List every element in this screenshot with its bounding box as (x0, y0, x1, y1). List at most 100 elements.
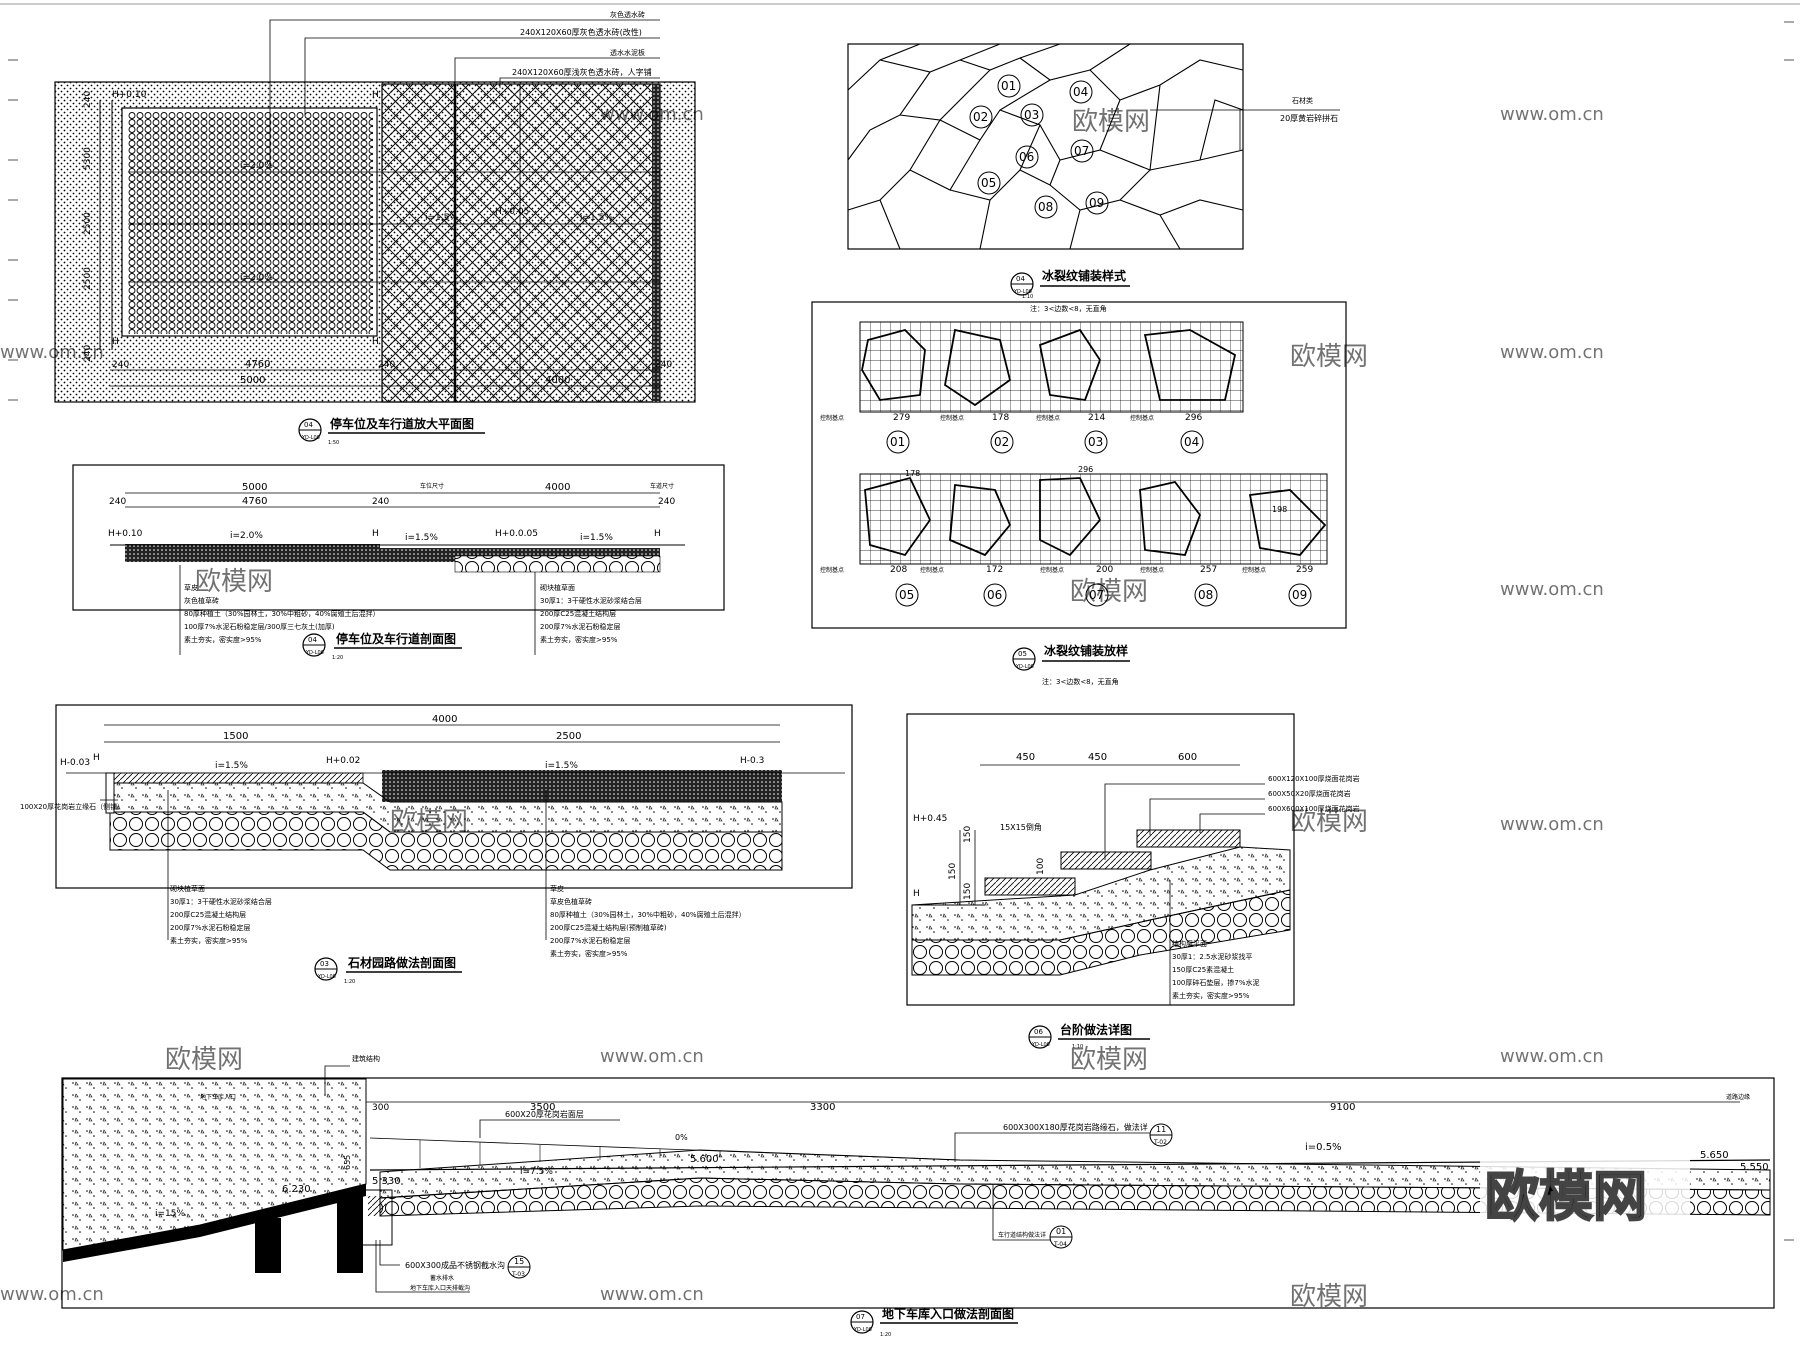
p3-ln-1: 草皮 (184, 583, 198, 592)
layout-polygons (861, 328, 1327, 557)
p3-scale: 1:20 (332, 655, 343, 661)
p4-ctrl-6: 控制基点 (920, 566, 944, 574)
p4-num-02: 02 (994, 435, 1009, 449)
p4-title: 冰裂纹铺装放样 (1044, 643, 1128, 658)
ice-num-01: 01 (1001, 79, 1016, 93)
wm-1: 欧模网 (1072, 107, 1150, 137)
p5-scale: 1:20 (344, 979, 355, 985)
p6-right-notes: 600X120X100厚烧面花岗岩 600X50X20厚烧面花岗岩 600X60… (1268, 774, 1360, 813)
railing-posts (419, 1140, 721, 1168)
layout-grid-bottom (859, 473, 1328, 565)
p3-tag-lane: 车道尺寸 (650, 482, 674, 490)
wm-13: 欧模网 (165, 1045, 243, 1075)
ice-num-09: 09 (1089, 196, 1104, 210)
p5-ln-4: 200厚7%水泥石粉稳定层 (170, 923, 250, 932)
p7-dim-300: 300 (372, 1103, 389, 1113)
p3-ln-2: 灰色植草砖 (184, 596, 219, 605)
p6-drawing-number: 06 (1034, 1028, 1043, 1036)
p7-slope-05: i=0.5% (1305, 1142, 1342, 1153)
p4-num-05: 05 (899, 588, 914, 602)
p3-slope-2: i=1.5% (405, 533, 438, 543)
p7-top-note: 建筑结构 (352, 1054, 380, 1063)
p6-dim-2: 450 (1088, 752, 1107, 763)
p3-rn-1: 砌块植草面 (540, 583, 575, 592)
p6-bn-2: 30厚1：2.5水泥砂浆找平 (1172, 952, 1253, 961)
ice-num-03: 03 (1024, 108, 1039, 122)
wm-18: www.om.cn (600, 1284, 704, 1305)
ice-crack-pattern: 01 02 03 04 05 06 07 08 09 石材类 20厚黄岩碎拼石 … (847, 43, 1340, 300)
p5-title: 石材园路做法剖面图 (347, 955, 456, 970)
p5-dim-2500: 2500 (556, 731, 581, 742)
p1-vdim-5: 240 (83, 345, 93, 362)
layout-dims-row1: 279 178 214 296 (893, 413, 1202, 423)
p5-slope-2: i=1.5% (545, 761, 578, 771)
p1-dim-240b: 240 (378, 360, 395, 370)
grass-paver-area (128, 112, 373, 334)
p3-dim-240c: 240 (658, 497, 675, 507)
p1-vdim-4: 240 (83, 91, 93, 108)
p7-sub-note: 蓄水排水 (430, 1274, 454, 1282)
ice-num-06: 06 (1019, 150, 1034, 164)
p1-vdim-1: 5300 (83, 147, 93, 170)
p5-rn-6: 素土夯实，密实度>95% (550, 949, 628, 958)
p4-num-08: 08 (1198, 588, 1213, 602)
ice-num-02: 02 (973, 110, 988, 124)
p4-r2-1: 208 (890, 565, 907, 575)
wm-9: www.om.cn (1500, 579, 1604, 600)
left-ticks (8, 59, 18, 401)
p4-r2-4: 257 (1200, 565, 1217, 575)
p7-slope-0: 0% (675, 1133, 688, 1142)
p6-sheet-ref: YD-L06 (1031, 1042, 1050, 1048)
p1-vdim-2: 2500 (83, 212, 93, 235)
p6-vdim-2: 150 (948, 863, 958, 880)
p1-title-symbol: 04 YD-L06 1:50 (298, 418, 339, 446)
p7-dim-3300: 3300 (810, 1102, 835, 1113)
p4-ctrl-9: 控制基点 (1242, 566, 1266, 574)
p1-drawing-number: 04 (304, 421, 313, 429)
p5-ln-5: 素土夯实，密实度>95% (170, 936, 248, 945)
p4-r2-3: 200 (1096, 565, 1113, 575)
p2-drawing-number: 04 (1016, 275, 1025, 283)
watermarks: 欧模网 www.om.cn www.om.cn 欧模网 www.om.cn ww… (0, 104, 1604, 1312)
p3-dim-240b: 240 (372, 497, 389, 507)
p4-r1-3: 214 (1088, 413, 1105, 423)
p7-elev-5600: 5.600 (690, 1154, 719, 1165)
ice-num-05: 05 (981, 176, 996, 190)
p3-ln-5: 素土夯实，密实度>95% (184, 635, 262, 644)
p3-ln-4: 100厚7%水泥石粉稳定层/300厚三七灰土(加厚) (184, 622, 335, 631)
p5-rn-1: 草皮 (550, 884, 564, 893)
p3-dim-5000: 5000 (242, 482, 267, 493)
p1-slope-2: i=2.0% (240, 273, 273, 283)
p6-bottom-notes: 结构层平面 30厚1：2.5水泥砂浆找平 150厚C25素混凝土 100厚碎石垫… (1172, 939, 1259, 1000)
p4-drawing-number: 05 (1018, 650, 1027, 658)
p5-label-h002: H+0.02 (326, 756, 360, 766)
p6-scale: 1:10 (1072, 1044, 1083, 1050)
p3-stall-layer (125, 544, 380, 562)
p3-dim-4000: 4000 (545, 482, 570, 493)
p6-bn-5: 素土夯实，密实度>95% (1172, 991, 1250, 1000)
p5-ln-2: 30厚1：3干硬性水泥砂浆结合层 (170, 897, 272, 906)
p7-ref1-num: 11 (1156, 1125, 1166, 1134)
step-detail: 450 450 600 150 150 100 150 H+0.45 H 15X… (906, 713, 1360, 1050)
driveway-edge-band (652, 84, 660, 402)
p1-dim-4760: 4760 (245, 359, 270, 370)
p5-right-notes: 草皮 草皮色植草砖 80厚种植土（30%园林土，30%中粗砂，40%腐殖土后混拌… (550, 884, 746, 958)
p5-title-symbol: 03 YD-L06 1:20 (314, 957, 355, 985)
wm-3: www.om.cn (1500, 104, 1604, 125)
wm-11: 欧模网 (1290, 807, 1368, 837)
p1-slope-1: i=2.0% (240, 161, 273, 171)
p3-dim-240a: 240 (109, 497, 126, 507)
ice-num-04: 04 (1073, 85, 1088, 99)
wm-4: 欧模网 (1290, 342, 1368, 372)
wm-5: www.om.cn (1500, 342, 1604, 363)
p4-num-07: 07 (1089, 588, 1104, 602)
p7-note-4: 地下车库入口天排截沟 (410, 1284, 470, 1292)
parking-section-view: 5000 4000 4760 240 240 240 车位尺寸 车道尺寸 H+0… (72, 464, 725, 661)
p5-curb-note: 100X20厚花岗岩立缘石（侧铺） (20, 802, 124, 811)
ice-num-07: 07 (1074, 144, 1089, 158)
p3-sheet-ref: YD-L06 (305, 650, 324, 656)
p4-top-1: 178 (905, 469, 920, 478)
p1-title: 停车位及车行道放大平面图 (330, 416, 474, 431)
p7-ref3-sheet: T-03 (511, 1271, 525, 1278)
p6-vdim-3: 100 (1036, 858, 1046, 875)
